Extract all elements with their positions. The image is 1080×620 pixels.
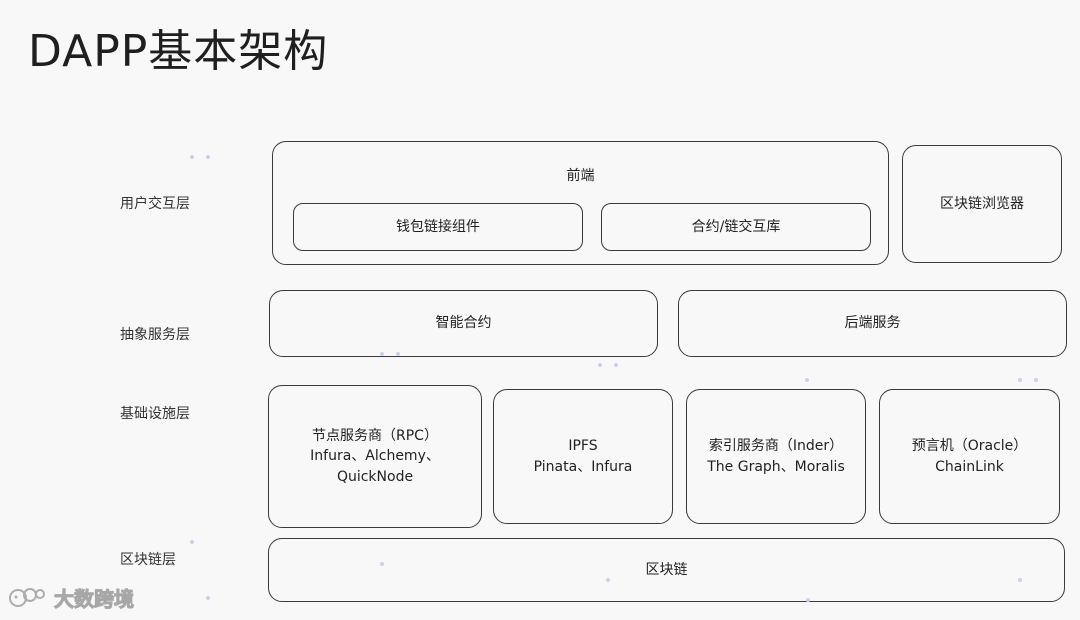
- decor-dot: [606, 578, 610, 582]
- index-provider-box: 索引服务商（Inder） The Graph、Moralis: [686, 389, 866, 524]
- explorer-box: 区块链浏览器: [902, 145, 1062, 263]
- watermark-logo-icon: [9, 587, 45, 607]
- wallet-component-label: 钱包链接组件: [396, 218, 480, 235]
- watermark-text: 大数跨境: [54, 587, 135, 612]
- decor-dot: [598, 363, 602, 367]
- decor-dot: [805, 378, 809, 382]
- backend-service-box: 后端服务: [678, 290, 1067, 357]
- oracle-title: 预言机（Oracle）: [911, 438, 1028, 455]
- decor-dot: [1034, 378, 1038, 382]
- rpc-provider-title: 节点服务商（RPC）: [312, 428, 438, 445]
- smart-contract-box: 智能合约: [269, 290, 658, 357]
- rpc-provider-box: 节点服务商（RPC） Infura、Alchemy、 QuickNode: [268, 385, 482, 528]
- index-provider-title: 索引服务商（Inder）: [708, 438, 844, 455]
- decor-dot: [190, 155, 194, 159]
- decor-dot: [806, 598, 810, 602]
- decor-dot: [1018, 578, 1022, 582]
- oracle-box: 预言机（Oracle） ChainLink: [879, 389, 1060, 524]
- page-title: DAPP基本架构: [28, 26, 329, 77]
- explorer-label: 区块链浏览器: [940, 195, 1024, 212]
- contract-lib-box: 合约/链交互库: [601, 203, 871, 251]
- decor-dot: [396, 352, 400, 356]
- rpc-provider-list-1: Infura、Alchemy、: [310, 448, 440, 465]
- layer-label-infrastructure: 基础设施层: [120, 406, 190, 422]
- frontend-box: 前端 钱包链接组件 合约/链交互库: [272, 141, 889, 265]
- rpc-provider-list-2: QuickNode: [336, 468, 414, 485]
- ipfs-box: IPFS Pinata、Infura: [493, 389, 673, 524]
- watermark: 大数跨境: [8, 583, 135, 612]
- layer-label-abstract-service: 抽象服务层: [120, 327, 190, 343]
- index-provider-list: The Graph、Moralis: [707, 458, 845, 475]
- oracle-list: ChainLink: [935, 458, 1004, 475]
- decor-dot: [190, 540, 194, 544]
- layer-label-user-interaction: 用户交互层: [120, 196, 190, 212]
- decor-dot: [614, 363, 618, 367]
- backend-service-label: 后端服务: [844, 315, 901, 332]
- ipfs-list: Pinata、Infura: [533, 458, 633, 475]
- blockchain-label: 区块链: [645, 561, 688, 578]
- contract-lib-label: 合约/链交互库: [691, 218, 781, 235]
- decor-dot: [1018, 378, 1022, 382]
- layer-label-blockchain: 区块链层: [120, 552, 176, 568]
- frontend-title: 前端: [566, 168, 595, 184]
- blockchain-box: 区块链: [268, 538, 1065, 602]
- smart-contract-label: 智能合约: [435, 315, 492, 332]
- decor-dot: [206, 596, 210, 600]
- decor-dot: [380, 562, 384, 566]
- decor-dot: [380, 352, 384, 356]
- wallet-component-box: 钱包链接组件: [293, 203, 583, 251]
- ipfs-title: IPFS: [568, 438, 598, 455]
- decor-dot: [206, 155, 210, 159]
